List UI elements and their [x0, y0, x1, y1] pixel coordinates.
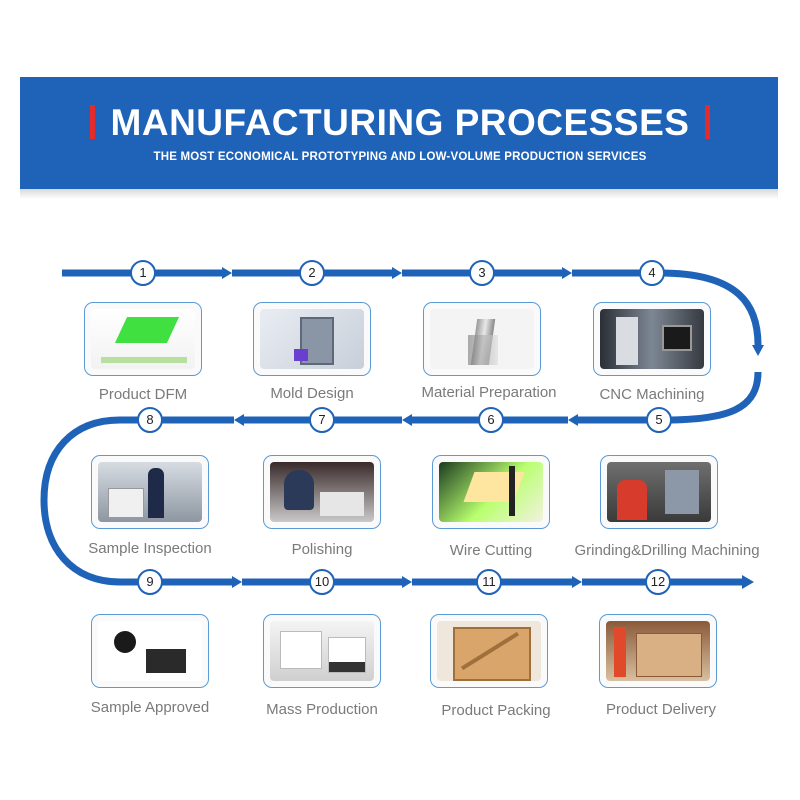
- step-label: CNC Machining: [599, 386, 705, 403]
- flow-arrow: [568, 414, 578, 426]
- flow-segment: [40, 416, 234, 586]
- step-label: Product Packing: [441, 702, 551, 719]
- page-title-row: MANUFACTURING PROCESSES: [0, 103, 800, 143]
- step-number: 8: [137, 407, 163, 433]
- flow-arrow: [752, 345, 764, 356]
- step-label: Material Preparation: [421, 384, 557, 401]
- step-card-product-delivery: [599, 614, 717, 688]
- step-number: 7: [309, 407, 335, 433]
- flow-arrow: [742, 575, 754, 589]
- step-number: 6: [478, 407, 504, 433]
- page-title: MANUFACTURING PROCESSES: [110, 102, 690, 143]
- step-label: Wire Cutting: [449, 542, 533, 559]
- crate-icon: [437, 621, 541, 681]
- cad-drawing-icon: [91, 309, 195, 369]
- flow-arrow: [562, 267, 572, 279]
- step-card-sample-inspection: [91, 455, 209, 529]
- wire-cut-icon: [439, 462, 543, 522]
- header-banner: [20, 77, 778, 189]
- flow-arrow: [402, 576, 412, 588]
- step-card-sample-approved: [91, 614, 209, 688]
- step-number: 4: [639, 260, 665, 286]
- flow-arrow: [234, 414, 244, 426]
- flow-segment: [572, 269, 762, 346]
- step-card-product-packing: [430, 614, 548, 688]
- step-number: 12: [645, 569, 671, 595]
- banner-shadow: [20, 189, 778, 199]
- step-number: 2: [299, 260, 325, 286]
- products-icon: [270, 621, 374, 681]
- mold-icon: [260, 309, 364, 369]
- flow-arrow: [222, 267, 232, 279]
- step-number: 1: [130, 260, 156, 286]
- cnc-machine-icon: [600, 309, 704, 369]
- flow-arrowheads: [222, 267, 764, 589]
- step-number: 9: [137, 569, 163, 595]
- step-card-grinding-drilling: [600, 455, 718, 529]
- step-number: 11: [476, 569, 502, 595]
- parts-icon: [98, 621, 202, 681]
- flow-arrow: [232, 576, 242, 588]
- step-number: 3: [469, 260, 495, 286]
- flow-segment: [578, 371, 762, 424]
- step-card-mass-production: [263, 614, 381, 688]
- title-accent-left: [89, 105, 95, 140]
- step-label: Mold Design: [270, 385, 354, 402]
- step-number: 10: [309, 569, 335, 595]
- step-number: 5: [646, 407, 672, 433]
- step-label: Mass Production: [266, 701, 378, 718]
- flow-arrow: [572, 576, 582, 588]
- polishing-icon: [270, 462, 374, 522]
- grinding-icon: [607, 462, 711, 522]
- step-label: Product DFM: [98, 386, 188, 403]
- page-subtitle: THE MOST ECONOMICAL PROTOTYPING AND LOW-…: [153, 151, 647, 163]
- step-label: Polishing: [291, 541, 353, 558]
- step-card-mold-design: [253, 302, 371, 376]
- title-accent-right: [705, 105, 711, 140]
- step-card-product-dfm: [84, 302, 202, 376]
- flow-arrow: [392, 267, 402, 279]
- forklift-icon: [606, 621, 710, 681]
- inspection-icon: [98, 462, 202, 522]
- metal-bar-icon: [430, 309, 534, 369]
- step-card-material-preparation: [423, 302, 541, 376]
- flow-arrow: [402, 414, 412, 426]
- step-label: Product Delivery: [605, 701, 717, 718]
- step-label: Sample Approved: [90, 699, 210, 716]
- step-card-wire-cutting: [432, 455, 550, 529]
- step-label: Sample Inspection: [88, 540, 212, 557]
- step-label: Grinding&Drilling Machining: [574, 542, 760, 559]
- step-card-polishing: [263, 455, 381, 529]
- step-card-cnc-machining: [593, 302, 711, 376]
